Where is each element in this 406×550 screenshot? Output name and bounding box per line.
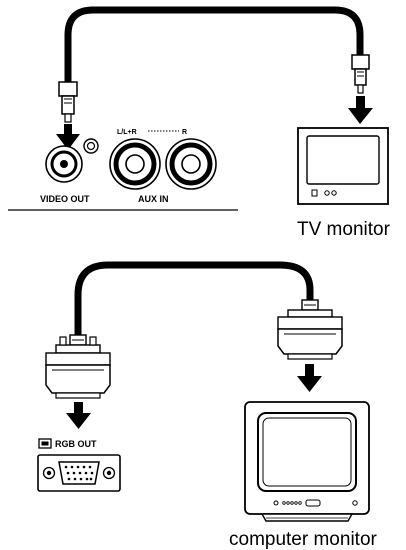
aux-right-label: R [182,129,187,136]
rca-plug-left [58,81,78,123]
computer-monitor-icon [244,401,370,522]
arrow-down-icon [66,402,91,429]
screw-icon [83,138,99,154]
aux-in-jack-right [165,138,217,190]
vga-plug-left [45,334,111,399]
vga-plug-right [277,299,343,360]
video-out-jack [45,145,83,183]
video-cable [64,6,364,86]
aux-left-label: L/L+R [117,129,137,136]
video-out-label: VIDEO OUT [40,194,90,204]
rca-plug-right [351,54,370,94]
rgb-out-port [37,454,121,492]
aux-in-label: AUX IN [138,194,169,204]
monitor-symbol-icon [38,438,52,449]
arrow-down-icon [297,364,322,392]
rgb-cable [74,261,314,339]
arrow-down-icon [348,96,373,124]
tv-monitor-label: TV monitor [297,219,391,240]
aux-in-jack-left [109,138,161,190]
tv-monitor-icon [297,127,389,205]
computer-monitor-label: computer monitor [229,529,378,550]
rgb-out-label: RGB OUT [55,439,97,449]
arrow-down-icon [56,124,80,150]
